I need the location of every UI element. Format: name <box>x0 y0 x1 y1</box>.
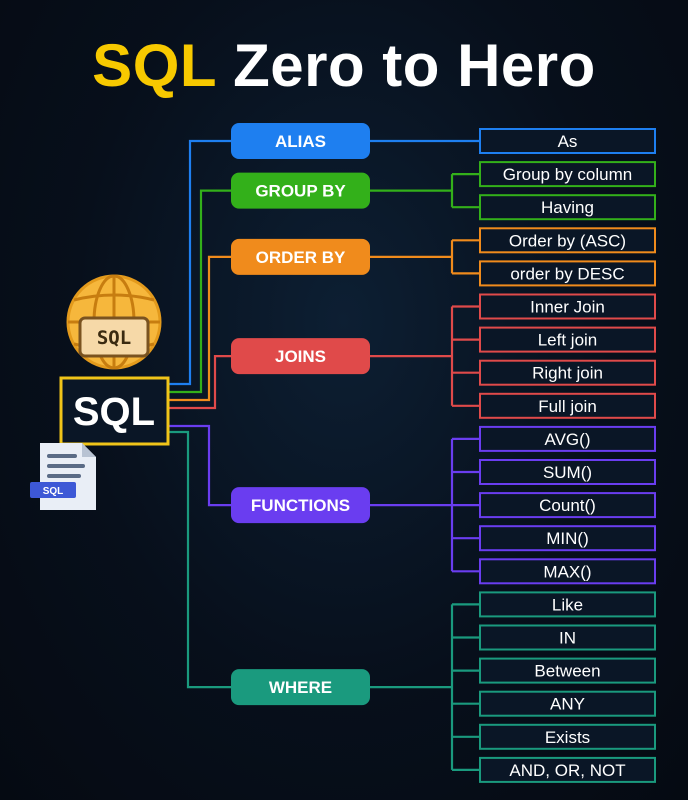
connector-lines <box>168 139 480 772</box>
category-functions: FUNCTIONS <box>231 487 370 524</box>
leaf-label: AND, OR, NOT <box>509 761 625 780</box>
leaf-label: Exists <box>545 728 590 747</box>
category-label: ORDER BY <box>256 248 346 267</box>
category-joins: JOINS <box>231 338 370 375</box>
leaf-label: Full join <box>538 397 597 416</box>
category-label: GROUP BY <box>255 182 346 201</box>
connector-group-by <box>168 189 231 394</box>
leaf-between: Between <box>479 657 656 684</box>
document-icon: SQL <box>30 443 96 510</box>
title-sql: SQL <box>92 32 216 99</box>
leaf-count: Count() <box>479 492 656 519</box>
leaf-label: Count() <box>539 496 596 515</box>
leaf-label: IN <box>559 629 576 648</box>
leaf-right-join: Right join <box>479 359 656 386</box>
category-label: JOINS <box>275 347 326 366</box>
leaf-label: ANY <box>550 695 585 714</box>
leaf-label: Group by column <box>503 165 632 184</box>
category-label: WHERE <box>269 678 332 697</box>
leaf-having: Having <box>479 194 656 221</box>
leaf-label: AVG() <box>545 430 591 449</box>
connector-alias <box>168 139 231 386</box>
hub-sql-label: SQL <box>73 390 155 434</box>
leaf-label: MIN() <box>546 529 588 548</box>
branch-order-by <box>370 240 454 274</box>
connector-joins <box>168 355 231 410</box>
leaf-label: MAX() <box>543 562 591 581</box>
category-label: ALIAS <box>275 132 326 151</box>
connector-where <box>168 430 231 689</box>
leaf-min: MIN() <box>479 525 656 552</box>
connector-functions <box>168 424 231 507</box>
leaf-left-join: Left join <box>479 326 656 353</box>
leaf-label: Like <box>552 595 583 614</box>
page-title: SQL Zero to Hero <box>0 28 688 104</box>
leaf-label: Left join <box>538 331 598 350</box>
title-rest: Zero to Hero <box>233 32 596 99</box>
leaf-like: Like <box>479 591 656 618</box>
leaf-label: Having <box>541 198 594 217</box>
leaf-label: SUM() <box>543 463 592 482</box>
sql-hub: SQL <box>59 376 170 446</box>
leaf-label: Between <box>534 662 600 681</box>
leaf-sum: SUM() <box>479 459 656 485</box>
branch-functions <box>370 438 454 572</box>
category-where: WHERE <box>231 669 370 706</box>
category-order-by: ORDER BY <box>231 238 370 275</box>
leaf-order-by-desc: order by DESC <box>479 260 656 287</box>
leaf-exists: Exists <box>479 723 656 750</box>
leaf-any: ANY <box>479 690 656 717</box>
leaf-max: MAX() <box>479 558 656 585</box>
category-group-by: GROUP BY <box>231 172 370 209</box>
globe-icon: SQL <box>66 274 162 370</box>
category-label: FUNCTIONS <box>251 496 350 515</box>
leaf-avg: AVG() <box>479 425 656 452</box>
leaf-and-or-not: AND, OR, NOT <box>479 756 656 783</box>
leaf-label: Inner Join <box>530 298 605 317</box>
branch-joins <box>370 306 454 406</box>
leaf-in: IN <box>479 624 656 651</box>
category-nodes: ALIAS GROUP BY ORDER BY JOINS FUNCTIONS WHERE <box>231 123 370 706</box>
category-alias: ALIAS <box>231 123 370 159</box>
leaf-label: order by DESC <box>510 264 624 283</box>
leaf-group-by-column: Group by column <box>479 161 656 188</box>
globe-sql-label: SQL <box>97 327 131 349</box>
leaf-as: As <box>479 128 656 154</box>
branch-where <box>370 604 454 770</box>
leaf-order-by-asc: Order by (ASC) <box>479 227 656 254</box>
leaf-inner-join: Inner Join <box>479 293 656 320</box>
connector-order-by <box>168 255 231 402</box>
leaf-label: Order by (ASC) <box>509 231 626 250</box>
leaf-label: As <box>558 132 578 151</box>
branch-group-by <box>370 174 454 208</box>
doc-sql-label: SQL <box>43 486 64 497</box>
leaf-label: Right join <box>532 364 603 383</box>
leaf-full-join: Full join <box>479 392 656 419</box>
